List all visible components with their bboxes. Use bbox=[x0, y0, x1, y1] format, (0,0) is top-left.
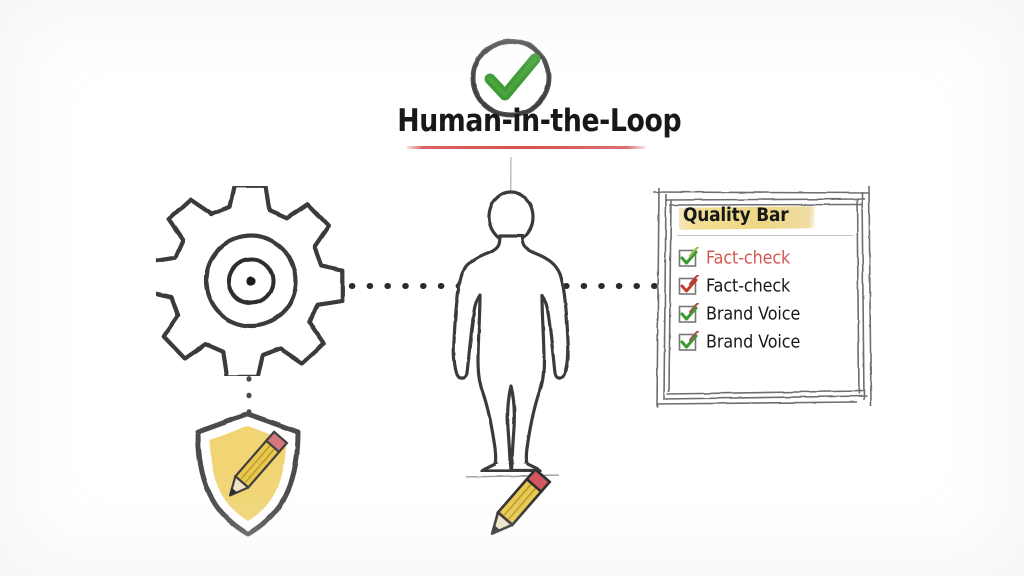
page-title: Human-in-the-Loop bbox=[396, 106, 682, 149]
list-item[interactable]: Brand Voice bbox=[677, 328, 853, 356]
pencil-shape bbox=[490, 470, 552, 536]
title-label: Human-in-the-Loop bbox=[397, 103, 682, 140]
checklist-items: Fact-check Fact-check bbox=[677, 244, 853, 356]
checkbox-checked-icon[interactable] bbox=[677, 273, 701, 297]
heading-label: Quality Bar bbox=[683, 204, 789, 227]
quality-checklist-card: Quality Bar Fact-check bbox=[652, 185, 872, 409]
gear-shape bbox=[156, 186, 345, 376]
list-item-label: Brand Voice bbox=[706, 302, 801, 325]
checklist-frame bbox=[652, 185, 872, 409]
approval-check-seal bbox=[464, 33, 558, 125]
gear-icon bbox=[156, 186, 348, 376]
shield-pencil-icon bbox=[186, 408, 310, 548]
list-item[interactable]: Brand Voice bbox=[677, 300, 853, 328]
checkbox-checked-icon[interactable] bbox=[677, 301, 701, 325]
list-item-label: Fact-check bbox=[706, 274, 791, 297]
list-item-label: Fact-check bbox=[706, 246, 791, 269]
checkbox-checked-icon[interactable] bbox=[677, 329, 701, 353]
checklist-heading: Quality Bar bbox=[677, 204, 853, 236]
human-figure bbox=[444, 190, 578, 472]
list-item[interactable]: Fact-check bbox=[677, 244, 853, 272]
checklist-content: Quality Bar Fact-check bbox=[677, 204, 853, 356]
list-item-label: Brand Voice bbox=[706, 330, 801, 353]
shield-shape bbox=[195, 411, 301, 537]
shield-inner-pencil-icon bbox=[228, 430, 289, 497]
pencil-icon bbox=[466, 470, 558, 550]
list-item[interactable]: Fact-check bbox=[677, 272, 853, 300]
heading-rule bbox=[677, 235, 853, 236]
person-icon bbox=[452, 190, 570, 472]
checkbox-checked-icon[interactable] bbox=[677, 245, 701, 269]
circle-check-icon bbox=[470, 38, 552, 118]
title-underline bbox=[406, 146, 646, 149]
